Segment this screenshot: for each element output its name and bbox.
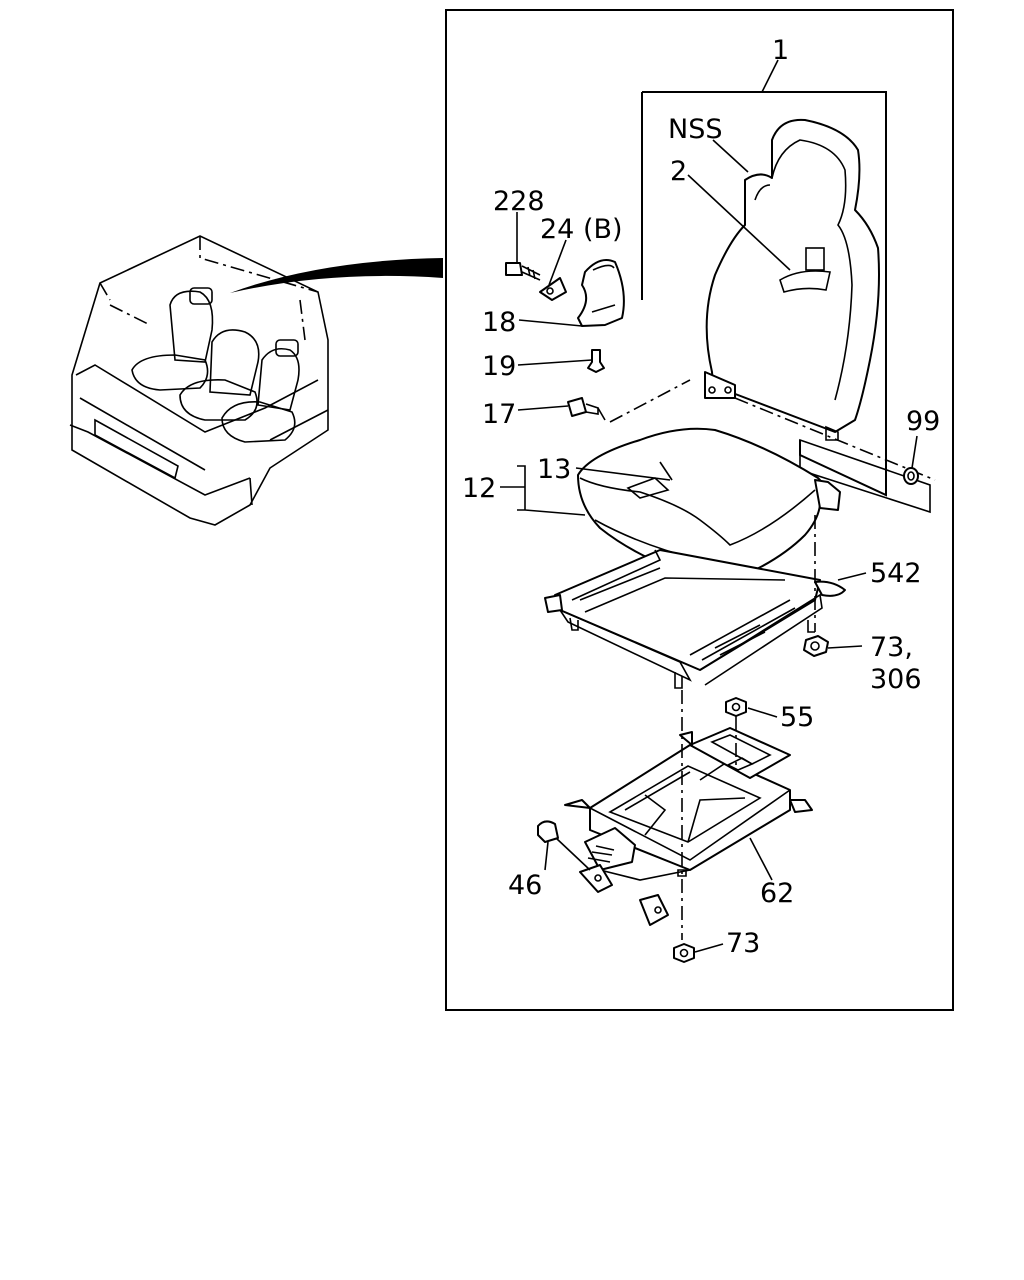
label-part-17: 17 bbox=[482, 399, 516, 430]
label-part-12: 12 bbox=[462, 473, 496, 504]
lever-bracket bbox=[579, 827, 636, 893]
label-part-228: 228 bbox=[493, 186, 545, 217]
cover-24b bbox=[539, 277, 567, 301]
bolt-46 bbox=[537, 820, 591, 871]
cab-overview-illustration bbox=[69, 235, 329, 526]
leader-lines bbox=[500, 59, 918, 953]
label-part-19: 19 bbox=[482, 351, 516, 382]
washer-99 bbox=[903, 467, 919, 485]
detail-frame bbox=[445, 9, 954, 1011]
seat-riser-base bbox=[564, 727, 813, 926]
label-part-24b: 24 (B) bbox=[540, 214, 623, 245]
bolt-17 bbox=[567, 397, 599, 417]
label-part-542: 542 bbox=[870, 558, 922, 589]
label-part-46: 46 bbox=[508, 870, 542, 901]
bracket-18 bbox=[577, 259, 625, 327]
label-part-18: 18 bbox=[482, 307, 516, 338]
nut-55 bbox=[725, 697, 747, 717]
label-part-62: 62 bbox=[760, 878, 794, 909]
label-part-55: 55 bbox=[780, 702, 814, 733]
part-labels: 1 NSS 2 228 24 (B) 18 19 17 99 12 13 542… bbox=[462, 35, 940, 959]
callout-pointer bbox=[230, 258, 443, 293]
label-part-13: 13 bbox=[537, 454, 571, 485]
nut-73 bbox=[673, 943, 695, 963]
label-part-73: 73 bbox=[726, 928, 760, 959]
screw-19 bbox=[587, 349, 605, 373]
label-part-73-306-line2: 306 bbox=[870, 664, 922, 695]
label-part-73-306-line1: 73, bbox=[870, 632, 913, 663]
label-part-1: 1 bbox=[772, 35, 789, 66]
label-part-2: 2 bbox=[670, 156, 687, 187]
label-part-99: 99 bbox=[906, 406, 940, 437]
bolt-228 bbox=[505, 262, 541, 281]
nut-73-306 bbox=[803, 635, 829, 657]
seat-slide-frame bbox=[544, 549, 846, 689]
seat-back bbox=[704, 118, 880, 441]
label-nss: NSS bbox=[668, 114, 722, 145]
